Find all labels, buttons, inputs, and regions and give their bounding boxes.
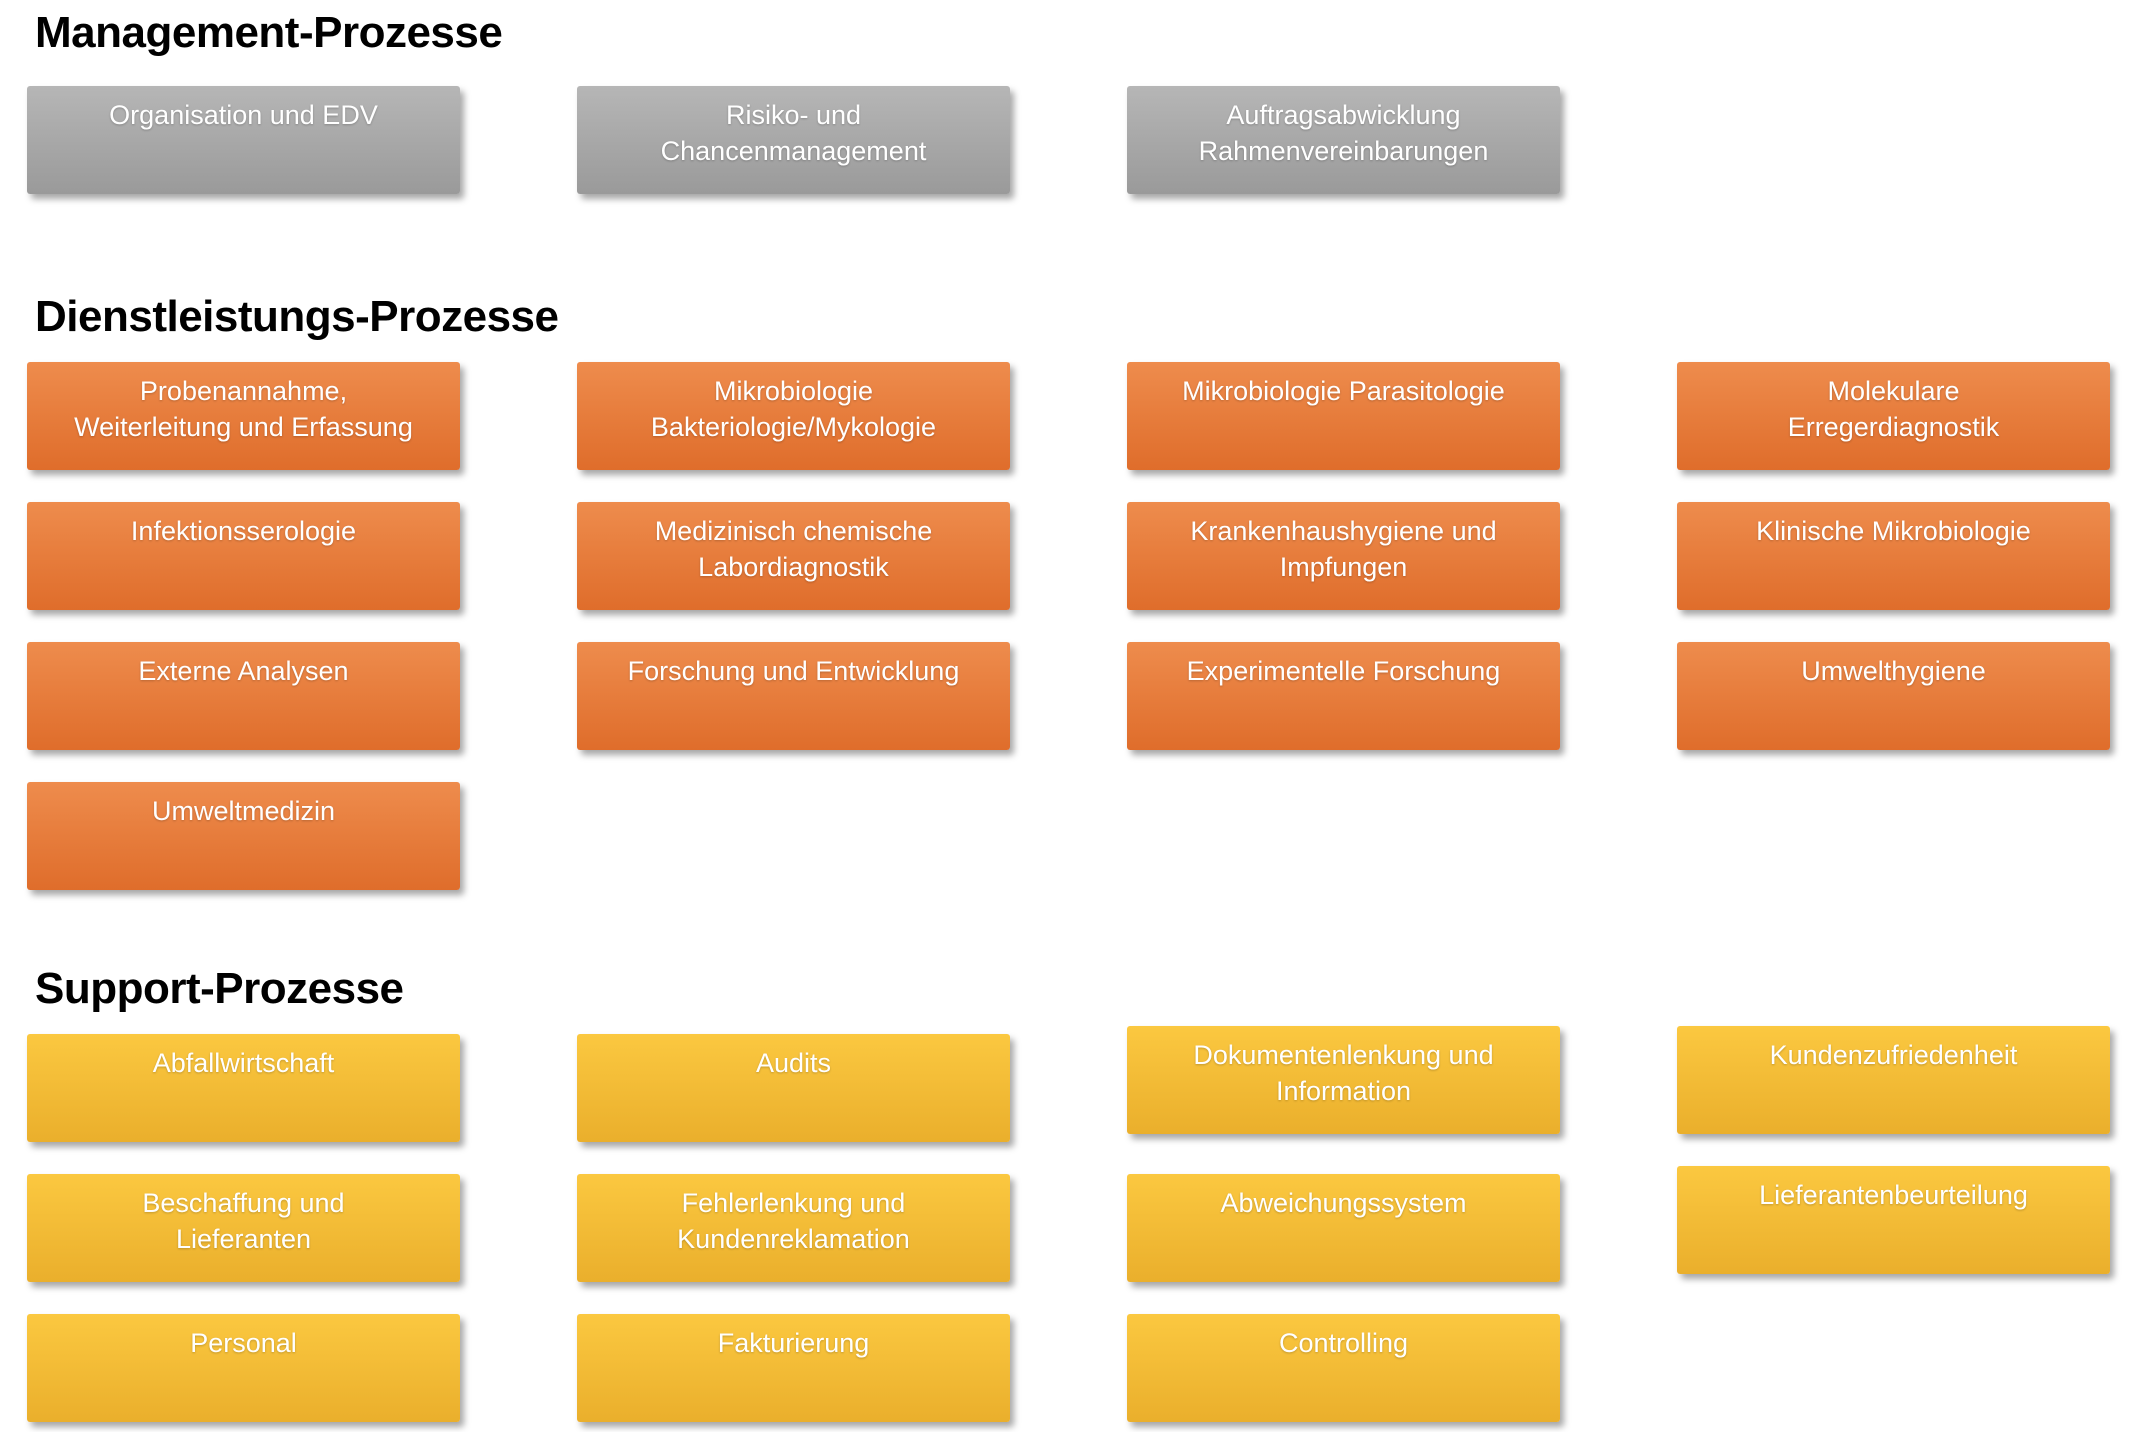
process-box-mikrobiologie-parasitologie[interactable]: Mikrobiologie Parasitologie [1127, 362, 1560, 470]
process-box-molekulare-erregerdiagnostik[interactable]: Molekulare Erregerdiagnostik [1677, 362, 2110, 470]
process-box-fehlerlenkung-und-kundenreklamation[interactable]: Fehlerlenkung und Kundenreklamation [577, 1174, 1010, 1282]
process-box-controlling[interactable]: Controlling [1127, 1314, 1560, 1422]
process-box-auftragsabwicklung-rahmenvereinbarungen[interactable]: Auftragsabwicklung Rahmenvereinbarungen [1127, 86, 1560, 194]
process-box-kundenzufriedenheit[interactable]: Kundenzufriedenheit [1677, 1026, 2110, 1134]
section-support-prozesse: Support-Prozesse Abfallwirtschaft Audits… [27, 964, 2134, 1422]
process-box-risiko-und-chancenmanagement[interactable]: Risiko- und Chancenmanagement [577, 86, 1010, 194]
support-grid: Abfallwirtschaft Audits Dokumentenlenkun… [27, 1026, 2134, 1422]
process-box-probenannahme-weiterleitung-erfassung[interactable]: Probenannahme, Weiterleitung und Erfassu… [27, 362, 460, 470]
process-box-organisation-und-edv[interactable]: Organisation und EDV [27, 86, 460, 194]
process-box-infektionsserologie[interactable]: Infektionsserologie [27, 502, 460, 610]
process-box-abweichungssystem[interactable]: Abweichungssystem [1127, 1174, 1560, 1282]
process-box-forschung-und-entwicklung[interactable]: Forschung und Entwicklung [577, 642, 1010, 750]
process-box-personal[interactable]: Personal [27, 1314, 460, 1422]
process-box-mikrobiologie-bakteriologie-mykologie[interactable]: Mikrobiologie Bakteriologie/Mykologie [577, 362, 1010, 470]
process-box-beschaffung-und-lieferanten[interactable]: Beschaffung und Lieferanten [27, 1174, 460, 1282]
process-box-externe-analysen[interactable]: Externe Analysen [27, 642, 460, 750]
section-dienstleistungs-prozesse: Dienstleistungs-Prozesse Probenannahme, … [27, 292, 2134, 890]
process-box-umwelthygiene[interactable]: Umwelthygiene [1677, 642, 2110, 750]
process-box-abfallwirtschaft[interactable]: Abfallwirtschaft [27, 1034, 460, 1142]
section-title-dienstleistungs-prozesse: Dienstleistungs-Prozesse [35, 292, 559, 341]
process-box-fakturierung[interactable]: Fakturierung [577, 1314, 1010, 1422]
process-box-medizinisch-chemische-labordiagnostik[interactable]: Medizinisch chemische Labordiagnostik [577, 502, 1010, 610]
process-box-dokumentenlenkung-und-information[interactable]: Dokumentenlenkung und Information [1127, 1026, 1560, 1134]
process-box-klinische-mikrobiologie[interactable]: Klinische Mikrobiologie [1677, 502, 2110, 610]
process-box-audits[interactable]: Audits [577, 1034, 1010, 1142]
service-grid: Probenannahme, Weiterleitung und Erfassu… [27, 362, 2134, 890]
process-box-experimentelle-forschung[interactable]: Experimentelle Forschung [1127, 642, 1560, 750]
management-grid: Organisation und EDV Risiko- und Chancen… [27, 86, 2134, 194]
section-management: Management-Prozesse Organisation und EDV… [27, 8, 2134, 194]
process-box-umweltmedizin[interactable]: Umweltmedizin [27, 782, 460, 890]
section-title-support-prozesse: Support-Prozesse [35, 964, 404, 1013]
section-title-management: Management-Prozesse [35, 8, 503, 57]
process-box-krankenhaushygiene-und-impfungen[interactable]: Krankenhaushygiene und Impfungen [1127, 502, 1560, 610]
process-box-lieferantenbeurteilung[interactable]: Lieferantenbeurteilung [1677, 1166, 2110, 1274]
